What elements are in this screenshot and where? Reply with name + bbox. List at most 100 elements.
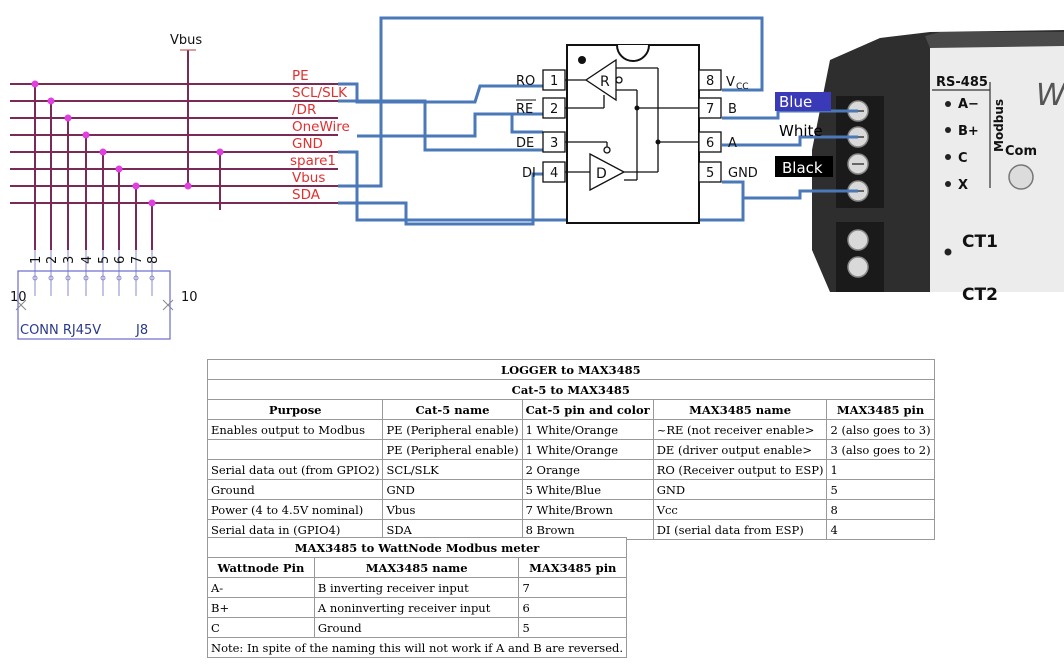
pin-name-b: B [728,102,737,117]
receiver-label: R [600,74,610,90]
table1-header: Cat-5 pin and color [521,399,654,420]
table-row: PE (Peripheral enable) 1 White/Orange DE… [206,439,935,460]
table-cell: SCL/SLK [382,459,523,480]
table-cell: DE (driver output enable> [652,439,828,460]
table-cell: 1 White/Orange [521,439,654,460]
table1-header-row: Purpose Cat-5 name Cat-5 pin and color M… [206,399,935,420]
rj45-pin-3: 3 [62,256,77,264]
table-cell: 2 (also goes to 3) [826,419,935,440]
table-cell: 7 [518,577,628,598]
table-cell: 5 [518,617,628,638]
pin-name-gnd: GND [728,166,758,181]
max3485-to-wattnode-table: MAX3485 to WattNode Modbus meter Wattnod… [206,537,628,658]
rj45-pin-8: 8 [146,256,161,264]
table-row: Power (4 to 4.5V nominal) Vbus 7 White/B… [206,499,935,520]
table-cell: GND [382,479,523,500]
table-cell: PE (Peripheral enable) [382,439,523,460]
table-cell: 2 Orange [521,459,654,480]
rj45-pin-1: 1 [29,256,44,264]
wire-label-gnd: GND [292,136,323,152]
wire-label-sda: SDA [292,187,321,203]
table2-header: Wattnode Pin [207,557,315,578]
pin-num-6: 6 [706,136,714,151]
rs485-label: RS-485 [936,75,988,90]
brand-letter: W [1036,78,1064,113]
pin-name-vcc-sub: CC [736,82,749,92]
wire-label-onewire: OneWire [292,119,350,135]
wire-label-spare1: spare1 [290,153,336,169]
wire-label-scl: SCL/SLK [292,85,348,101]
table-cell: RO (Receiver output to ESP) [652,459,828,480]
wattnode-meter: RS-485 A− B+ C X Modbus Com CT1 CT2 W [812,30,1064,305]
table-cell: 8 [826,499,935,520]
terminal-label-c: C [958,151,968,166]
rj45-name: CONN RJ45V [20,323,101,338]
table-cell: SDA [382,519,523,540]
pin-name-de: DE [516,136,534,151]
vbus-label: Vbus [170,33,202,48]
junction-dots [31,80,224,207]
rj45-pin-7: 7 [130,256,145,264]
rj45-pin-6: 6 [113,256,128,264]
table-row: Enables output to Modbus PE (Peripheral … [206,419,935,440]
table2-header-row: Wattnode Pin MAX3485 name MAX3485 pin [207,557,628,578]
table-row: Serial data out (from GPIO2) SCL/SLK 2 O… [206,459,935,480]
rj45-pin-4: 4 [80,256,95,264]
max3485-chip: R D RO RE DE DI 1 2 3 4 8 7 6 5 V CC B A… [516,44,758,224]
table2-title: MAX3485 to WattNode Modbus meter [206,537,628,558]
rj45-shell-left: 10 [10,290,27,305]
com-label: Com [1005,144,1037,159]
pin-num-2: 2 [550,102,558,117]
table-cell: Enables output to Modbus [206,419,384,440]
terminal-label-x: X [958,178,968,193]
table-cell: PE (Peripheral enable) [382,419,523,440]
terminal-label-a: A− [958,97,979,112]
driver-label: D [596,166,607,182]
wire-labels: PE SCL/SLK /DR OneWire GND spare1 Vbus S… [290,68,350,203]
rj45-pin-5: 5 [97,256,112,264]
table-cell: 5 White/Blue [521,479,654,500]
table-row: Serial data in (GPIO4) SDA 8 Brown DI (s… [206,519,935,540]
modbus-label: Modbus [992,99,1006,152]
pin-name-a: A [728,136,737,151]
table-cell: B inverting receiver input [313,577,520,598]
table-cell: 1 White/Orange [521,419,654,440]
table-cell: Ground [313,617,520,638]
pin-num-7: 7 [706,102,714,117]
table-cell: Serial data out (from GPIO2) [206,459,384,480]
pin-num-3: 3 [550,136,558,151]
table-cell: 1 [826,459,935,480]
wire-color-blue-bg [775,92,831,111]
table2-header: MAX3485 name [313,557,520,578]
table1-header: MAX3485 name [652,399,828,420]
table1-header: Cat-5 name [382,399,523,420]
table-row: C Ground 5 [207,617,628,638]
wire-color-labels: Blue White Black [775,92,833,177]
table-cell: DI (serial data from ESP) [652,519,828,540]
pin-name-di: DI [522,166,536,181]
table-cell: 5 [826,479,935,500]
table-cell: A- [207,577,315,598]
terminal-label-b: B+ [958,124,979,139]
table-cell: Vcc [652,499,828,520]
pin-name-ro: RO [516,74,535,89]
logger-to-max3485-table: LOGGER to MAX3485 Cat-5 to MAX3485 Purpo… [206,359,935,540]
pin-num-4: 4 [550,166,558,181]
pin-num-1: 1 [550,74,558,89]
rj45-ref: J8 [135,323,148,338]
table-cell: GND [652,479,828,500]
ct2-label: CT2 [962,285,998,305]
table2-note: Note: In spite of the naming this will n… [206,637,628,658]
table-cell: ~RE (not receiver enable> [652,419,828,440]
wire-color-black: Black [782,159,823,177]
ct1-label: CT1 [962,232,998,252]
wire-color-black-bg [775,156,833,177]
table-row: A- B inverting receiver input 7 [207,577,628,598]
table-row: Ground GND 5 White/Blue GND 5 [206,479,935,500]
pin-num-8: 8 [706,74,714,89]
table-cell: 3 (also goes to 2) [826,439,935,460]
wire-label-vbus: Vbus [292,170,325,186]
pin-name-re: RE [516,102,533,117]
